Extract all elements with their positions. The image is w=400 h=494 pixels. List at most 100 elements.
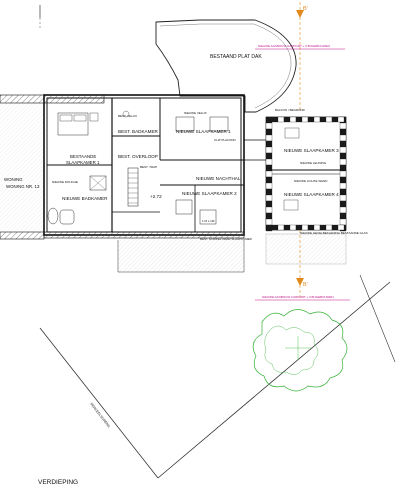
brick <box>325 224 333 231</box>
brick <box>339 170 347 178</box>
section-lines: B' B' NIEUWE AANBOUW GARPORT + 3 BIJGEBO… <box>255 2 350 301</box>
brick <box>313 116 321 123</box>
dimension-note-top: NIEUWE AANBOUW GARPORT + 3 BIJGEBOUWEN <box>258 44 330 48</box>
brick <box>265 122 273 130</box>
section-mark-top: B' <box>303 6 308 12</box>
brick <box>265 170 273 178</box>
brick <box>271 116 279 123</box>
drawing-title: VERDIEPING <box>38 479 78 486</box>
annotation-best-dorpel: BEST. DORPEL NAAR SLAAPKAMER <box>200 237 253 241</box>
flat-roof: BESTAAND PLAT DAK <box>155 19 297 113</box>
brick <box>265 200 273 208</box>
room-label-new-bedroom-2: NIEUWE SLAAPKAMER 2 <box>182 191 237 196</box>
brick <box>339 122 347 130</box>
brick <box>339 182 347 190</box>
brick <box>339 158 347 166</box>
brick <box>301 116 309 123</box>
brick <box>339 188 347 196</box>
brick <box>339 200 347 208</box>
brick <box>339 134 347 142</box>
brick <box>265 212 273 220</box>
brick <box>265 116 273 124</box>
annotation-new-velux: NIEUWE VELUX <box>184 111 207 115</box>
brick <box>339 212 347 220</box>
annotation-perceelgrens: PERCEELSGRENS <box>89 402 111 429</box>
annotation-balkon: BALKON / BEGROND <box>275 108 306 112</box>
brick <box>265 164 273 172</box>
brick <box>283 224 291 231</box>
stair <box>127 167 139 207</box>
room-labels: BESTAANDE SLAAPKAMER 1 NIEUWE BADKAMER B… <box>62 129 339 201</box>
annotation-best-velux: BEST. VELUX <box>118 114 137 118</box>
brick-wall-top <box>271 116 345 123</box>
brick <box>265 206 273 214</box>
brick <box>339 206 347 214</box>
level-mark: +2.72 <box>150 194 162 199</box>
brick <box>339 146 347 154</box>
brick <box>339 176 347 184</box>
brick <box>265 176 273 184</box>
annotation-gevelbekleding: NIEUWE GEVELBEKLEDING BESTAANDE GLAS <box>300 231 368 235</box>
brick <box>289 224 297 231</box>
room-label-new-bedroom-4: NIEUWE SLAAPKAMER 4 <box>284 192 339 197</box>
room-label-existing-bathroom: BEST. BADKAMER <box>118 129 159 134</box>
main-building <box>43 94 245 273</box>
brick-wall-bottom <box>271 224 345 231</box>
brick <box>339 152 347 160</box>
bed-new-bedroom-1 <box>175 116 229 132</box>
annotation-nieuwe-lichte-wand: NIEUWE LICHTE WAND <box>294 179 328 183</box>
room-label-new-night-hall: NIEUWE NACHTHAL <box>196 176 241 181</box>
tree-vegetation <box>252 309 348 392</box>
brick <box>313 224 321 231</box>
brick <box>265 158 273 166</box>
room-label-new-bedroom-1: NIEUWE SLAAPKAMER 1 <box>176 129 231 134</box>
brick <box>265 128 273 136</box>
section-mark-bottom: B' <box>303 282 308 288</box>
annotation-oppervlakte: 1 M x 1M <box>202 219 215 223</box>
brick <box>307 224 315 231</box>
property-boundary <box>39 5 396 479</box>
brick <box>265 194 273 202</box>
brick <box>319 224 327 231</box>
annotation-best-trap: BEST. TRAP <box>140 165 157 169</box>
room-label-new-bathroom: NIEUWE BADKAMER <box>62 196 108 201</box>
brick <box>325 116 333 123</box>
bed-existing-bedroom-1 <box>57 112 99 136</box>
brick <box>331 224 339 231</box>
brick <box>265 224 273 232</box>
brick <box>289 116 297 123</box>
brick <box>301 224 309 231</box>
bathroom-fixtures <box>47 110 130 225</box>
room-label-bestaande-line1: BESTAANDE <box>70 154 96 159</box>
brick <box>265 182 273 190</box>
room-label-new-bedroom-3: NIEUWE SLAAPKAMER 3 <box>284 148 339 153</box>
brick <box>265 188 273 196</box>
annotation-nieuwe-douche: NIEUWE DOUCHE <box>52 180 78 184</box>
brick <box>277 224 285 231</box>
brick <box>265 152 273 160</box>
room-label-existing-landing: BEST. OVERLOOP <box>118 154 158 159</box>
brick <box>337 116 345 123</box>
brick <box>295 224 303 231</box>
annotation-nieuwe-leuning: NIEUWE LEUNING <box>300 161 327 165</box>
brick <box>339 194 347 202</box>
brick <box>277 116 285 123</box>
brick <box>319 116 327 123</box>
flat-roof-label: BESTAAND PLAT DAK <box>210 54 262 60</box>
brick <box>283 116 291 123</box>
brick <box>339 218 347 226</box>
annotation-clip-plafond: CLIP PLAFOND <box>214 138 236 142</box>
room-label-existing-bedroom-1: SLAAPKAMER 1 <box>66 160 100 165</box>
brick <box>265 134 273 142</box>
brick <box>265 146 273 154</box>
brick <box>307 116 315 123</box>
bed-new-bedroom-2 <box>175 199 217 225</box>
neighbour-label-line2: WONING NR. 13 <box>6 184 40 189</box>
neighbour-label-line1: WONING <box>4 177 23 182</box>
brick <box>295 116 303 123</box>
brick <box>265 218 273 226</box>
neighbour-wall: WONING WONING NR. 13 <box>0 94 45 240</box>
brick-wall-right <box>339 116 347 232</box>
brick <box>339 164 347 172</box>
brick <box>337 224 345 231</box>
